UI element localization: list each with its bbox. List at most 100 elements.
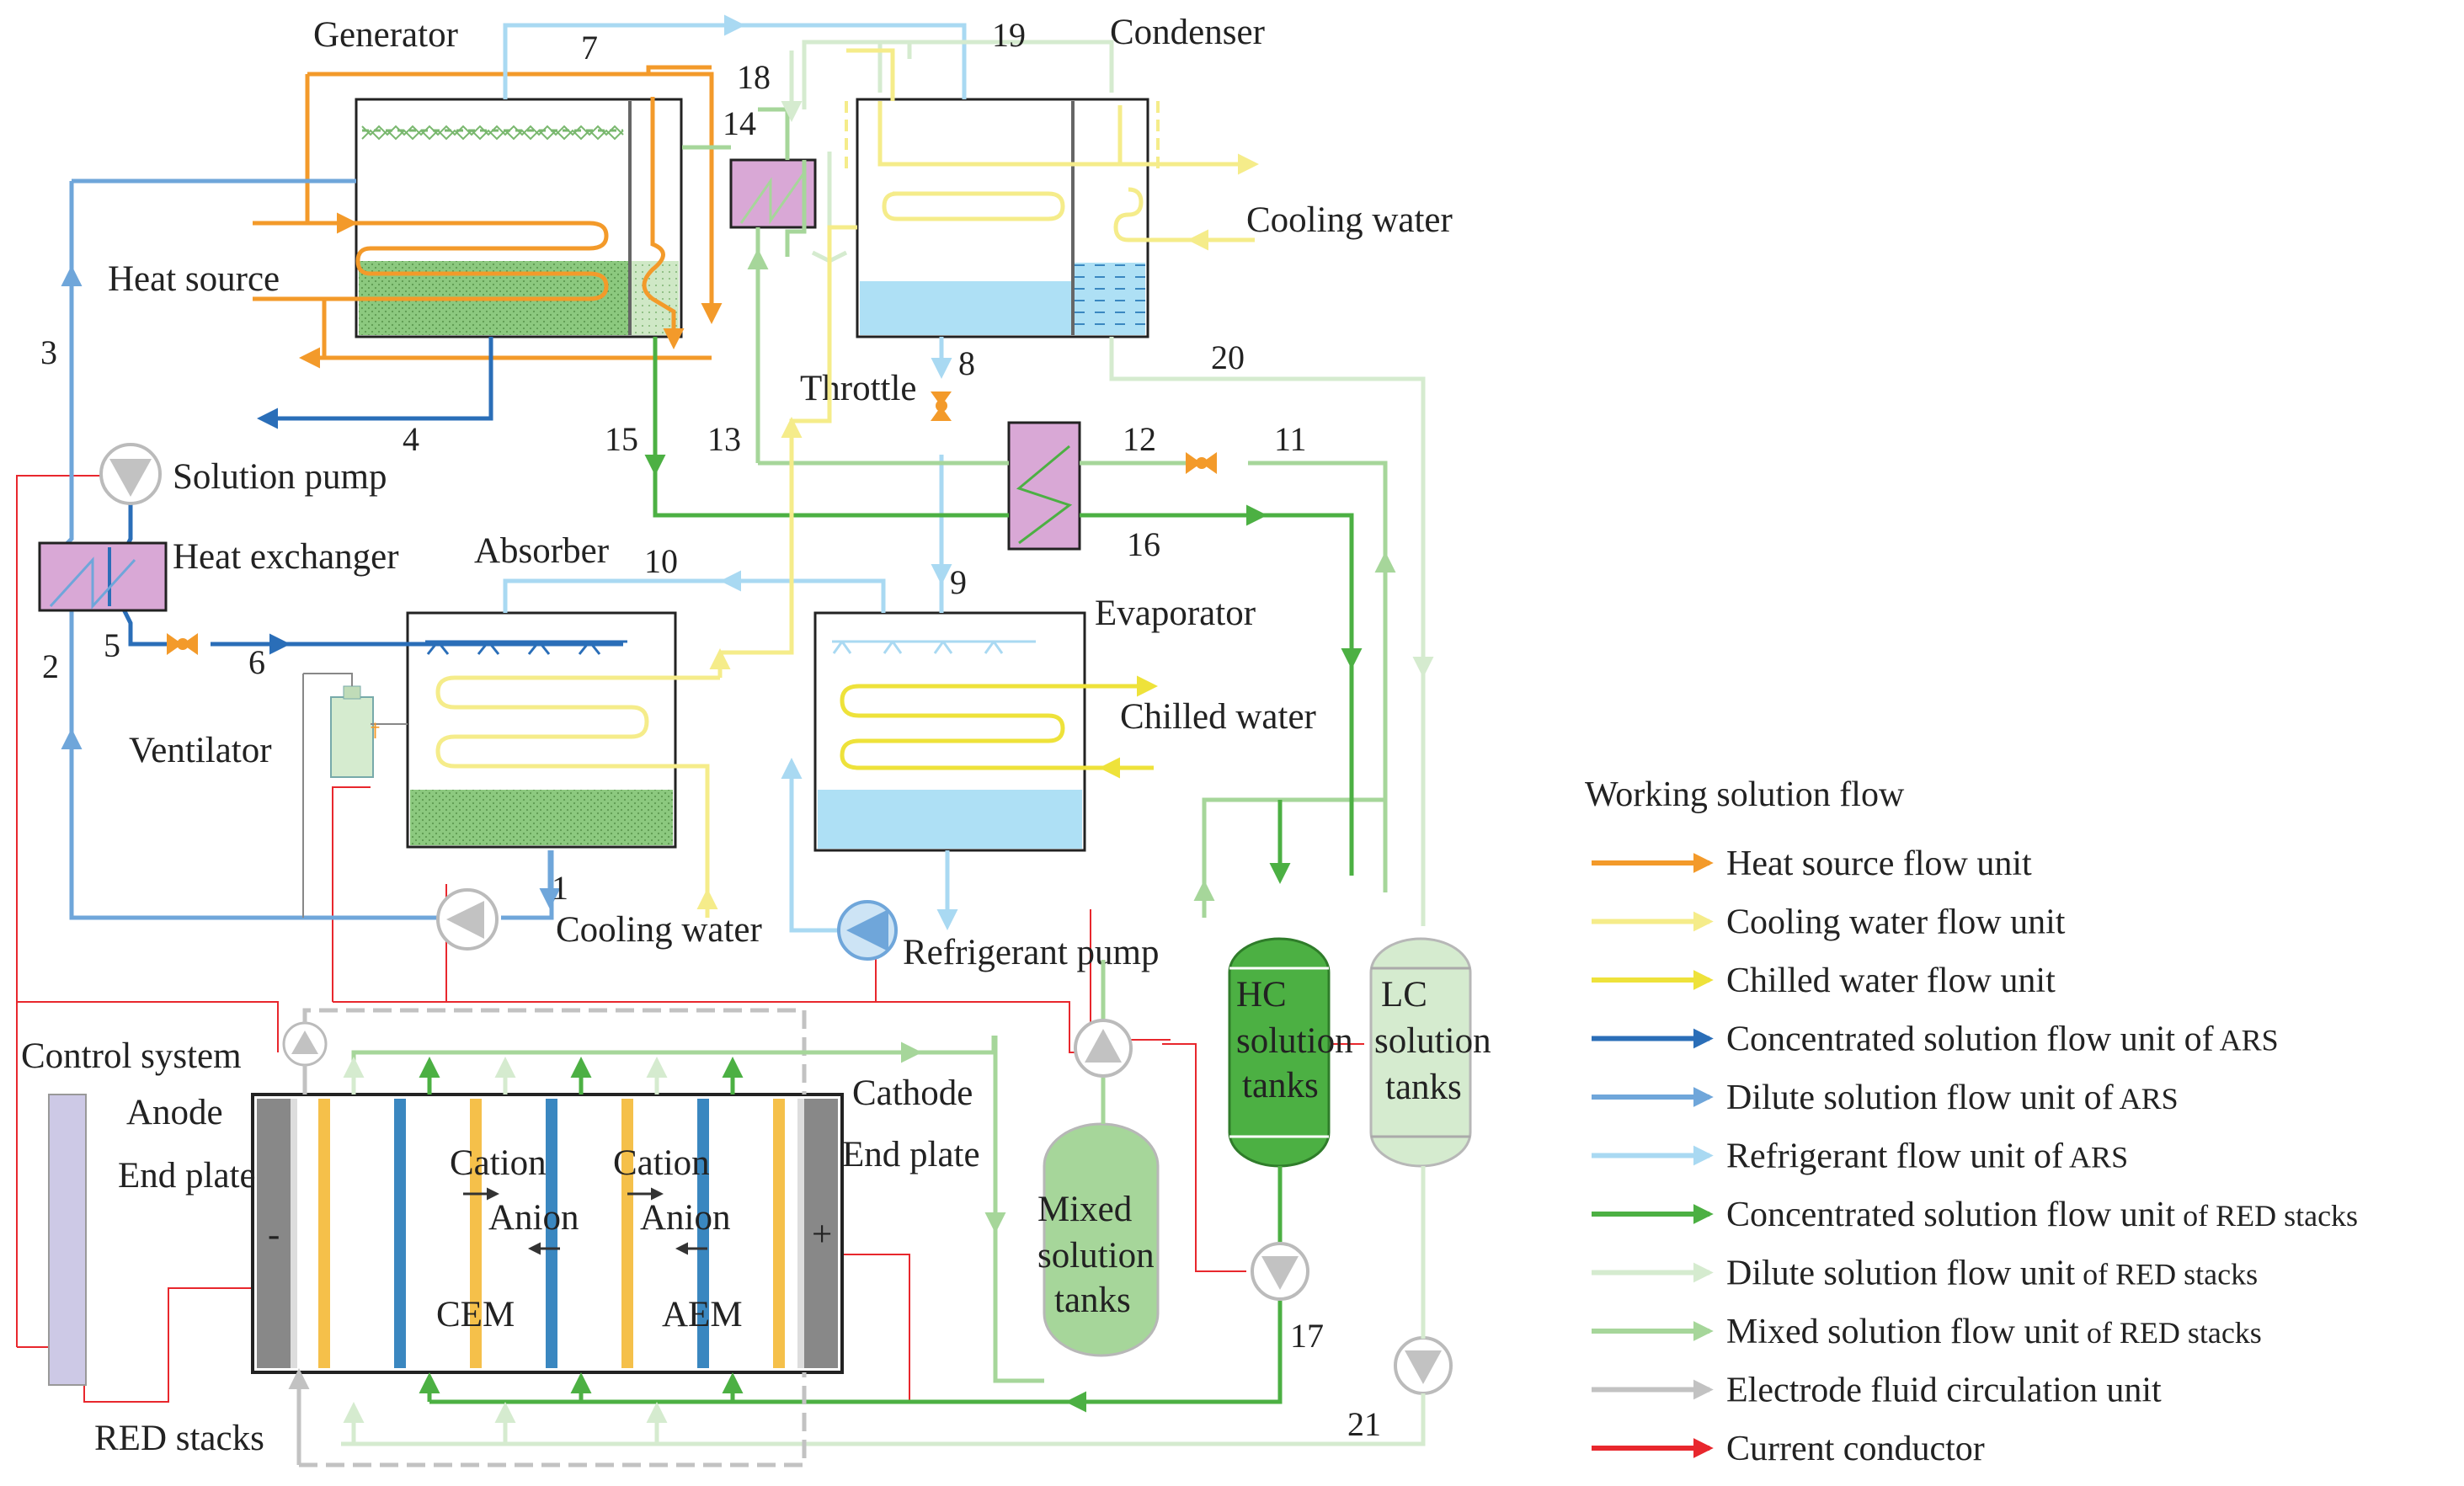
legend-label-6: Concentrated solution flow unit of RED s… [1726,1196,2358,1234]
hc-tank-line-3: tanks [1242,1066,1319,1105]
minus-sign: - [268,1215,280,1254]
condenser-cooling-coil [877,101,1259,251]
plus-sign: + [812,1215,832,1254]
state-point-15: 15 [605,420,638,458]
state-point-labels: 1 2 3 4 5 6 7 8 9 10 11 12 13 14 15 16 1… [40,16,1381,1443]
legend-label-8: Mixed solution flow unit of RED stacks [1726,1313,2262,1351]
legend-label-7: Dilute solution flow unit of RED stacks [1726,1254,2258,1293]
evaporator-chilled-coil [840,675,1158,779]
lc-tank-line-1: LC [1381,975,1427,1015]
state-point-10: 10 [644,542,678,580]
state-point-9: 9 [950,563,967,601]
legend-label-10: Current conductor [1726,1430,1985,1468]
lc-tank-line-3: tanks [1385,1068,1462,1107]
absorber-cooling-coil [435,648,731,918]
red-concentrated-flow-upper [644,337,1363,884]
state-point-8: 8 [958,344,975,382]
throttle-solution [167,633,198,655]
cation-label-1: Cation [450,1143,547,1183]
end-plate-left-label: End plate [118,1156,256,1196]
hc-tank-line-2: solution [1236,1021,1353,1061]
anion-label-2: Anion [640,1198,731,1238]
absorber [406,611,677,849]
legend-label-9: Electrode fluid circulation unit [1726,1371,2162,1410]
aem-label: AEM [662,1295,743,1334]
legend-title: Working solution flow [1585,775,1905,814]
hc-tank-line-1: HC [1236,975,1287,1015]
red-tank-pipes [341,960,1426,1446]
evaporator [813,611,1086,852]
mixed-tank-line-1: Mixed [1037,1190,1132,1229]
legend-label-5: Refrigerant flow unit of ARS [1726,1137,2128,1176]
state-point-3: 3 [40,333,57,371]
chilled-water-label: Chilled water [1120,697,1316,737]
legend-label-2: Chilled water flow unit [1726,961,2056,1000]
membranes [318,1099,785,1368]
legend-label-4: Dilute solution flow unit of ARS [1726,1079,2179,1117]
cooling-water-bottom-label: Cooling water [556,910,762,950]
anion-label-1: Anion [488,1198,579,1238]
mixed-tank-line-2: solution [1037,1236,1155,1276]
throttle-red [1186,452,1217,474]
state-point-21: 21 [1347,1405,1381,1443]
throttle-ars [931,391,952,421]
cathode-label: Cathode [852,1073,973,1113]
lc-pump [1394,1336,1453,1395]
heat-exchanger-red [1007,421,1081,551]
evaporator-spray [832,640,1036,654]
generator [355,98,683,338]
stack-inlet-manifold [343,1372,744,1444]
legend-label-1: Cooling water flow unit [1726,903,2066,942]
cation-label-2: Cation [613,1143,710,1183]
hc-pump [1251,1242,1309,1301]
refrigerant-pump-label: Refrigerant pump [903,933,1160,972]
heat-source-label: Heat source [108,259,280,299]
mixed-pump [1074,1019,1133,1078]
legend: Working solution flow Heat source flow u… [1585,775,2358,1468]
state-point-19: 19 [992,16,1026,54]
solution-pump [99,443,162,505]
svg-text:†: † [371,721,380,742]
state-point-13: 13 [707,420,741,458]
evaporator-label: Evaporator [1095,594,1256,633]
red-mixed-flow-upper [682,107,1396,918]
absorber-label: Absorber [474,531,609,571]
state-point-18: 18 [737,58,771,96]
red-stacks-label: RED stacks [94,1419,264,1458]
lc-tank-line-2: solution [1374,1021,1491,1061]
solution-pump-label: Solution pump [173,457,387,497]
state-point-20: 20 [1211,338,1245,376]
absorber-spray [425,640,627,655]
state-point-16: 16 [1127,525,1160,563]
state-point-2: 2 [42,647,59,685]
state-point-7: 7 [581,29,598,67]
state-point-17: 17 [1290,1317,1324,1355]
control-system-box [48,1094,87,1386]
generator-heating-coil [253,97,723,349]
cooling-water-top-label: Cooling water [1246,200,1453,240]
heat-exchanger-ars [38,541,168,612]
condenser-label: Condenser [1110,13,1265,52]
heat-source-flow [253,65,714,369]
cem-label: CEM [436,1295,515,1334]
state-point-12: 12 [1123,420,1156,458]
state-point-11: 11 [1274,420,1307,458]
heat-exchanger-label: Heat exchanger [173,537,399,577]
end-plate-right-label: End plate [842,1135,980,1174]
state-point-1: 1 [552,869,568,907]
anode-label: Anode [126,1093,223,1132]
stack-outlet-manifold [343,1036,996,1095]
ventilator: † [302,673,408,918]
control-system-label: Control system [21,1036,242,1076]
lc-solution-tank [1369,937,1472,1168]
generator-label: Generator [313,15,458,55]
throttle-label: Throttle [800,369,917,408]
state-point-5: 5 [104,626,120,664]
refrigerant-pump [837,900,898,961]
heat-exchanger-top [729,158,817,229]
legend-label-3: Concentrated solution flow unit of ARS [1726,1020,2279,1059]
refrigerant-flow [503,14,967,933]
ventilator-label: Ventilator [129,731,272,770]
